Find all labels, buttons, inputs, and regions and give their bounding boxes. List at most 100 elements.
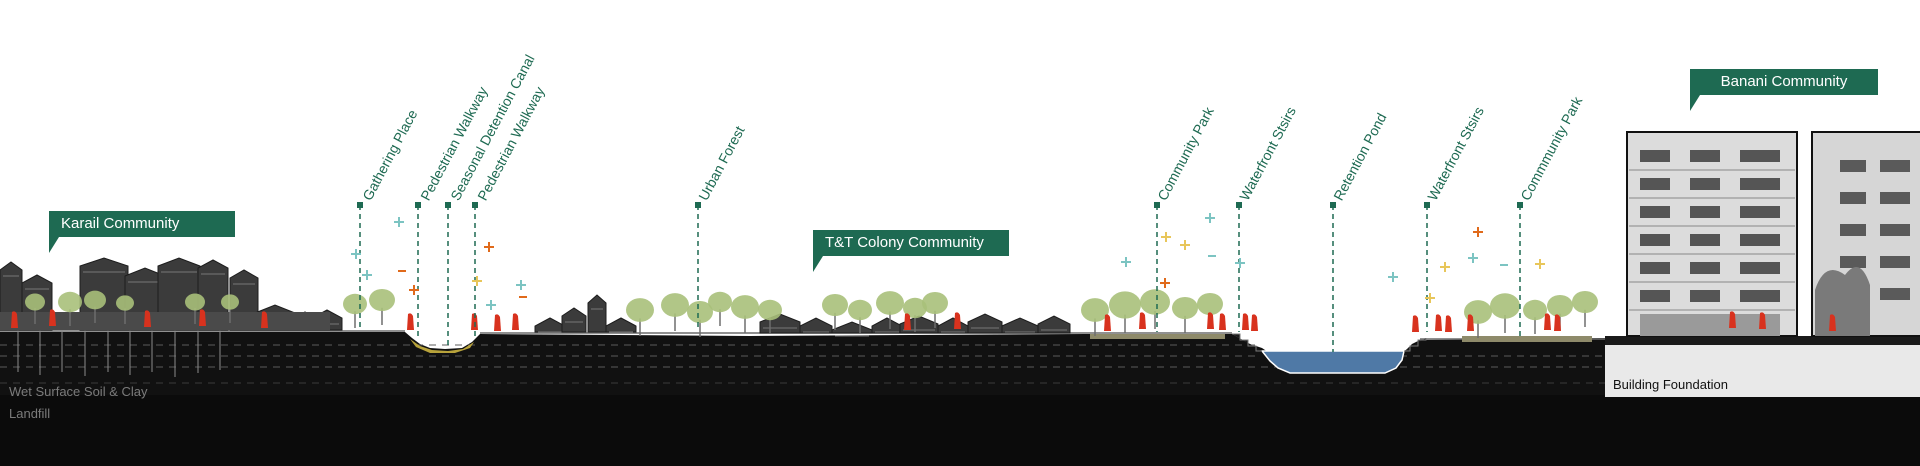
person-figure: [1104, 314, 1111, 331]
tree-canopy: [221, 294, 239, 310]
person-figure: [954, 312, 961, 329]
tree-canopy: [84, 290, 106, 310]
person-figure: [407, 313, 414, 330]
house-shape: [561, 307, 587, 333]
house-shape: [534, 317, 566, 333]
tree-canopy: [343, 293, 367, 315]
person-figure: [904, 313, 911, 330]
tree-canopy: [1140, 289, 1170, 315]
tree-canopy: [661, 293, 689, 317]
plus-marker: [1161, 232, 1171, 242]
callout-banani-community: Banani Community: [1690, 69, 1878, 111]
plus-marker: [1473, 227, 1483, 237]
house-shape: [799, 317, 833, 334]
building-foundation-label: Building Foundation: [1613, 377, 1728, 392]
person-figure: [1544, 313, 1551, 330]
tree-canopy: [58, 291, 82, 313]
plus-marker: [1205, 213, 1215, 223]
tree-canopy: [708, 291, 732, 313]
person-figure: [1445, 315, 1452, 332]
person-figure: [1207, 312, 1214, 329]
person-figure: [1219, 313, 1226, 330]
leader-cap: [1517, 202, 1523, 208]
soil-label-lower: Landfill: [9, 406, 51, 421]
person-figure: [49, 309, 56, 326]
house-shape: [967, 313, 1003, 334]
leader-cap: [472, 202, 478, 208]
tree-canopy: [1081, 298, 1109, 322]
house-shape: [871, 317, 903, 334]
waterfront-stairs-right: [1404, 338, 1427, 352]
tree-canopy: [369, 288, 395, 312]
plus-marker: [409, 285, 419, 295]
house-shape: [1001, 317, 1039, 334]
plus-marker: [1180, 240, 1190, 250]
tree-canopy: [1172, 296, 1198, 320]
person-figure: [1467, 314, 1474, 331]
plus-marker: [1160, 278, 1170, 288]
person-figure: [471, 313, 478, 330]
tree-canopy: [848, 299, 872, 321]
tree-canopy: [903, 297, 927, 319]
tree-canopy: [626, 298, 654, 322]
house-shape: [605, 317, 637, 333]
person-figure: [144, 310, 151, 327]
tree-canopies: [25, 288, 1598, 338]
plus-marker: [472, 276, 482, 286]
house-shape: [587, 294, 607, 333]
leader-cap: [695, 202, 701, 208]
person-figure: [512, 313, 519, 330]
stratum-dashes: [0, 344, 1920, 384]
tree-canopy: [1572, 290, 1598, 314]
tree-canopy: [25, 293, 45, 311]
person-figure: [1251, 314, 1258, 331]
tree-canopy: [687, 300, 713, 324]
plus-marker: [1121, 257, 1131, 267]
leader-cap: [1154, 202, 1160, 208]
callout-karail-community: Karail Community: [49, 211, 235, 253]
landfill-layer: [0, 395, 1920, 466]
house-shape: [1037, 315, 1071, 334]
plus-marker: [394, 217, 404, 227]
tree-canopy: [1523, 299, 1547, 321]
tree-canopy: [922, 291, 948, 315]
plus-marker: [484, 242, 494, 252]
plus-marker: [362, 270, 372, 280]
tree-canopy: [1197, 292, 1223, 316]
soil-label-upper: Wet Surface Soil & Clay: [9, 384, 148, 399]
tree-canopy: [758, 299, 782, 321]
tree-canopy: [876, 291, 904, 315]
leader-cap: [415, 202, 421, 208]
tree-canopy: [185, 293, 205, 311]
waterfront-stairs-left: [1232, 333, 1262, 352]
feature-leader-lines: [357, 202, 1523, 352]
banani-building-2: [1811, 131, 1920, 337]
person-figure: [1829, 314, 1836, 331]
callout-tt-colony-community: T&T Colony Community: [813, 230, 1009, 272]
person-figure: [261, 311, 268, 328]
leader-cap: [1424, 202, 1430, 208]
foundation-slab: [1605, 336, 1920, 345]
community-park-platform-left: [1090, 334, 1225, 339]
stilt-piles: [17, 330, 221, 377]
retention-pond-water: [1260, 350, 1405, 374]
tree-canopy: [1490, 293, 1520, 319]
tree-canopy: [822, 293, 848, 317]
settlement-houses: [0, 257, 1071, 337]
person-figure: [1242, 313, 1249, 330]
karail-lower-row: [0, 312, 330, 330]
person-figure: [11, 311, 18, 328]
banani-building-1: [1626, 131, 1798, 337]
plus-marker: [486, 300, 496, 310]
people-figures: [11, 309, 1836, 332]
plus-marker: [1388, 272, 1398, 282]
person-figure: [1435, 314, 1442, 331]
plus-marker: [1425, 293, 1435, 303]
person-figure: [1139, 312, 1146, 329]
canal-vegetation: [410, 339, 474, 353]
plus-marker: [1440, 262, 1450, 272]
tree-canopy: [731, 295, 759, 319]
person-figure: [1554, 314, 1561, 331]
house-shape: [831, 321, 873, 334]
